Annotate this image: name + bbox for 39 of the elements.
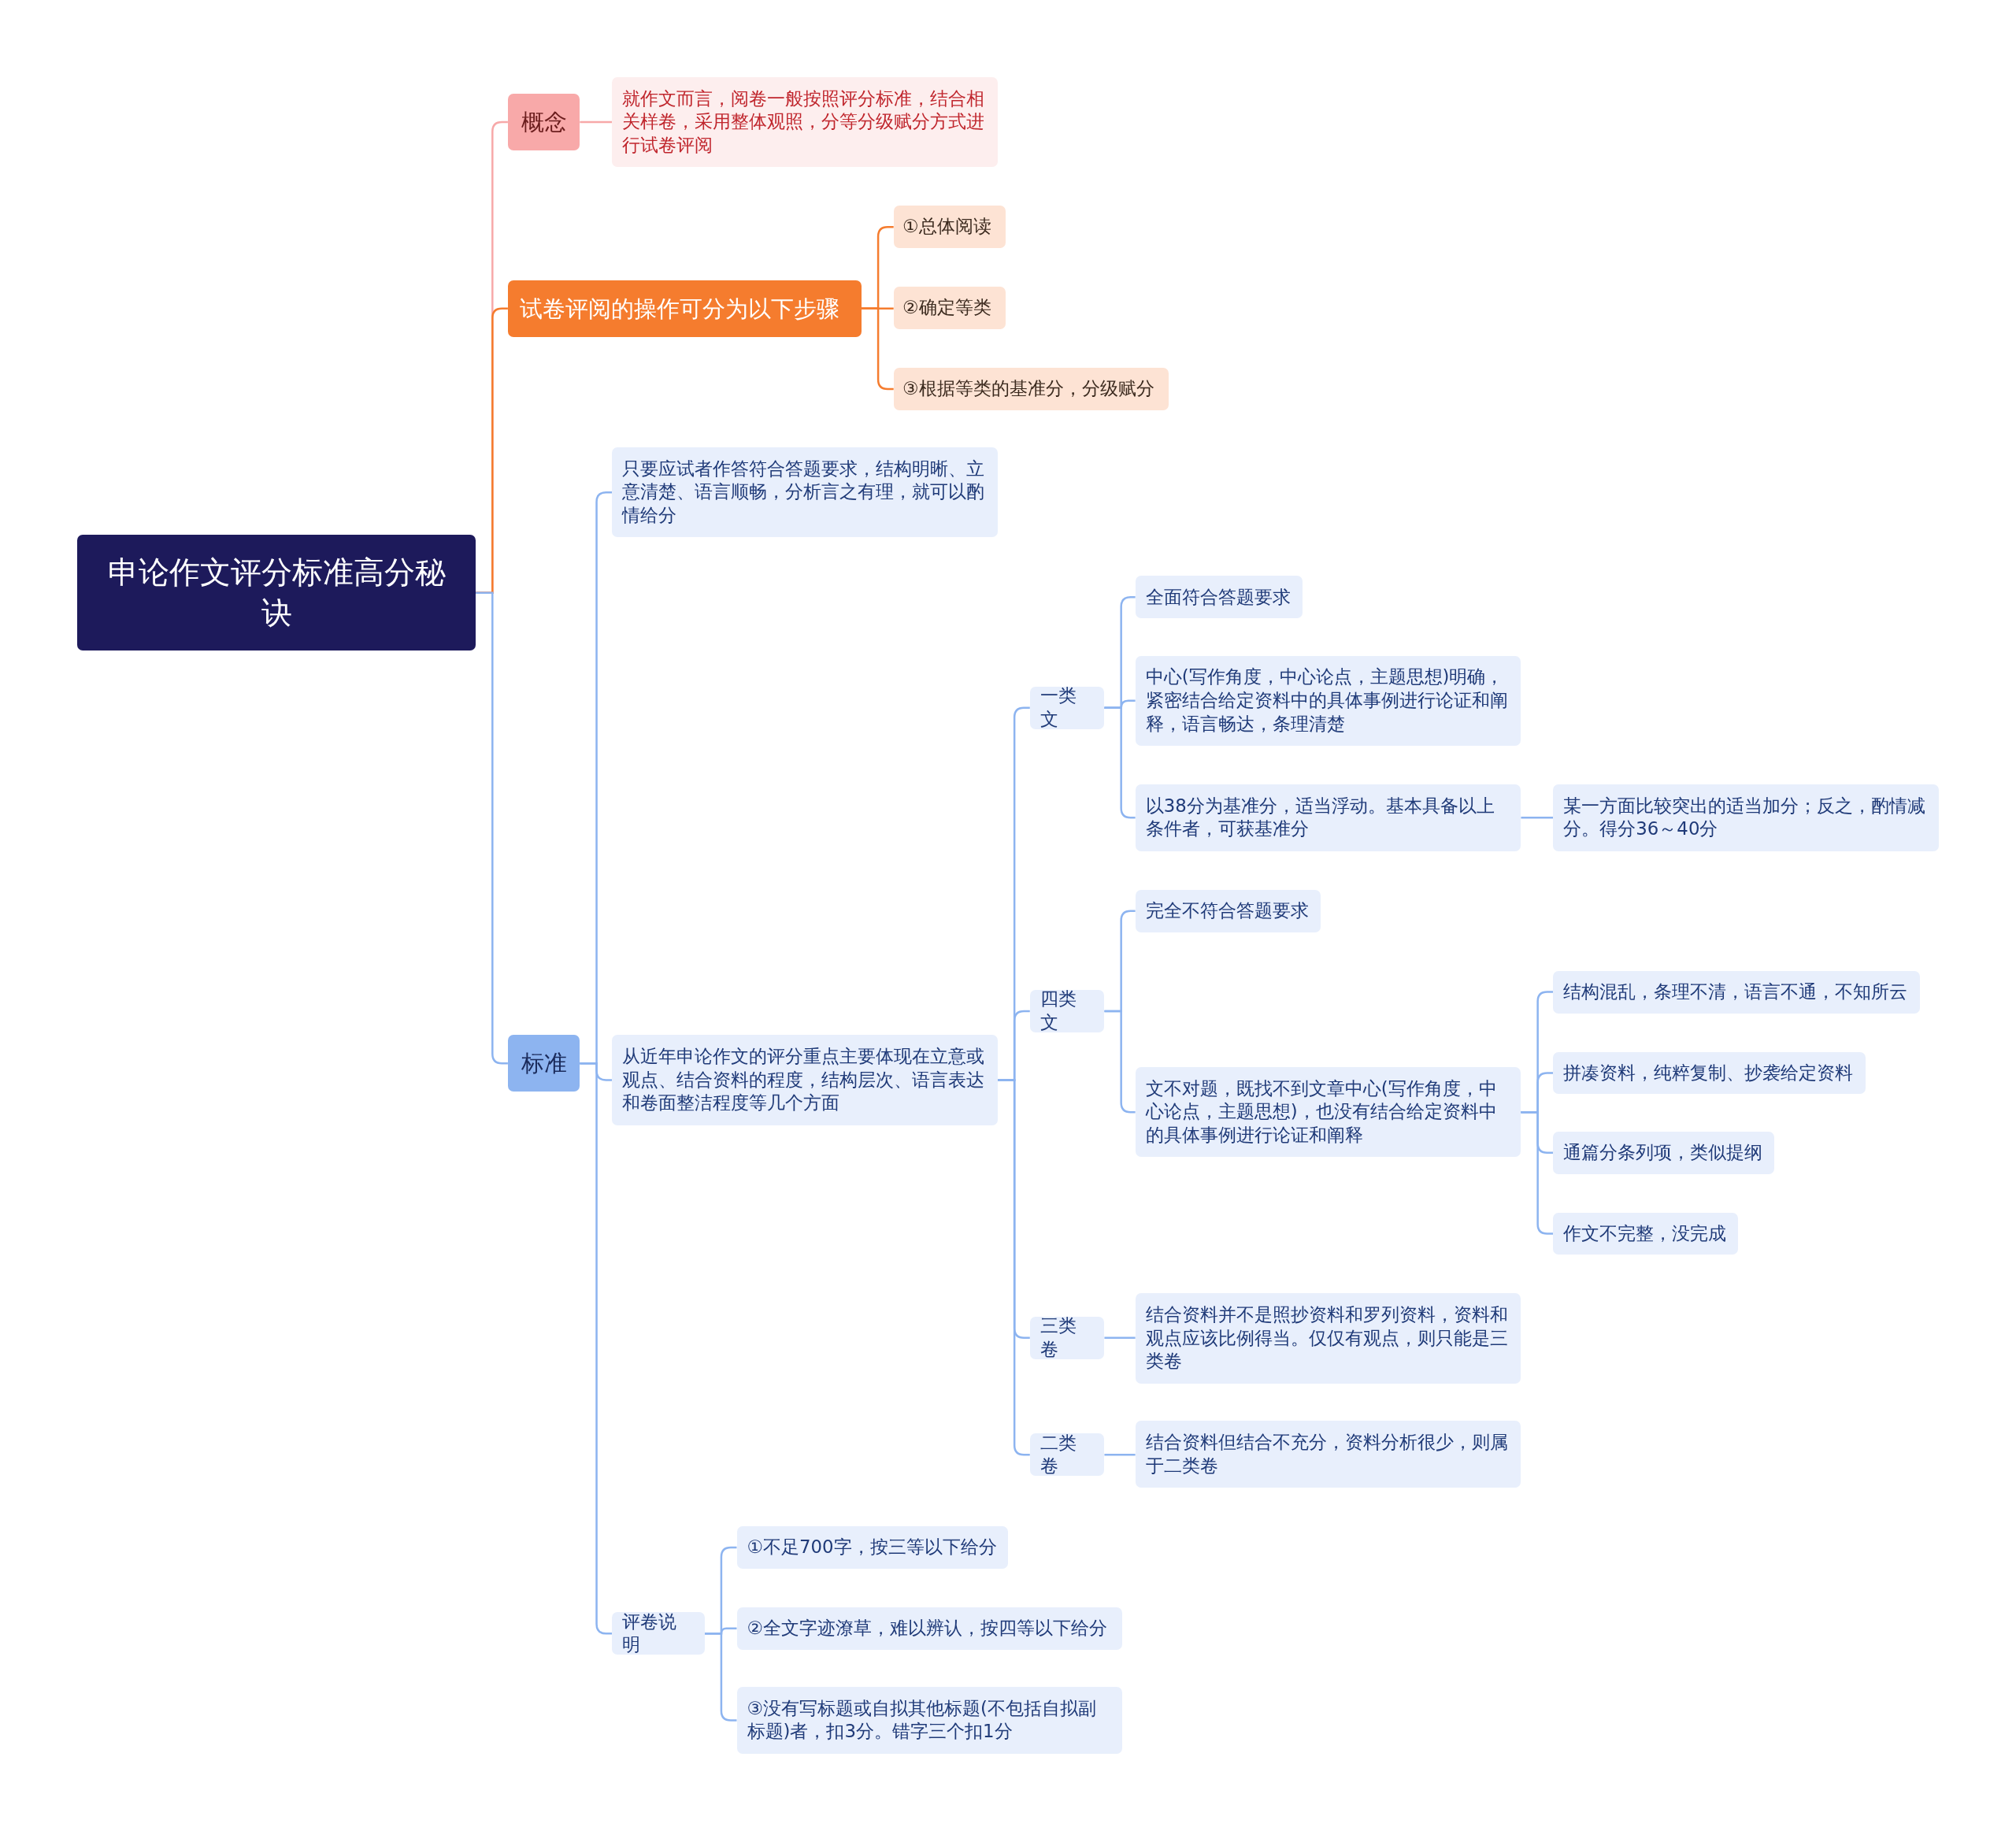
text-box: ③根据等类的基准分，分级赋分	[893, 367, 1169, 410]
text-box: 以38分为基准分，适当浮动。基本具备以上条件者，可获基准分	[1135, 784, 1521, 851]
text-box: ③没有写标题或自拟其他标题(不包括自拟副标题)者，扣3分。错字三个扣1分	[736, 1687, 1123, 1754]
text-box: 结合资料并不是照抄资料和罗列资料，资料和观点应该比例得当。仅仅有观点，则只能是三类卷	[1135, 1293, 1521, 1384]
text-box: 文不对题，既找不到文章中心(写作角度，中心论点，主题思想)，也没有结合给定资料中的具体事例进行论证和阐释	[1135, 1067, 1521, 1158]
text-box: 通篇分条列项，类似提纲	[1553, 1131, 1775, 1174]
connector-line	[1104, 1336, 1136, 1340]
connector-line	[1104, 1454, 1136, 1456]
text-box: 从近年申论作文的评分重点主要体现在立意或观点、结合资料的程度，结构层次、语言表达和卷面整洁程度等几个方面	[612, 1035, 998, 1125]
text-box: 评卷说明	[612, 1612, 705, 1655]
text-box: 二类卷	[1029, 1433, 1105, 1477]
text-box: 就作文而言，阅卷一般按照评分标准，结合相关样卷，采用整体观照，分等分级赋分方式进行试卷评阅	[612, 76, 998, 168]
topic-box: 标准	[507, 1035, 580, 1092]
root-topic-box: 申论作文评分标准高分秘诀	[76, 535, 476, 651]
topic-box: 试卷评阅的操作可分为以下步骤	[507, 280, 862, 337]
text-box: 结构混乱，条理不清，语言不通，不知所云	[1553, 970, 1920, 1014]
text-box: 全面符合答题要求	[1135, 576, 1303, 619]
text-box: 完全不符合答题要求	[1135, 889, 1321, 932]
text-box: 结合资料但结合不充分，资料分析很少，则属于二类卷	[1135, 1421, 1521, 1488]
text-box: 拼凑资料，纯粹复制、抄袭给定资料	[1553, 1051, 1866, 1095]
text-box: 三类卷	[1029, 1316, 1105, 1359]
text-box: ①不足700字，按三等以下给分	[736, 1525, 1008, 1569]
text-box: 四类文	[1029, 990, 1105, 1032]
connector-line	[476, 591, 508, 1065]
text-box: 只要应试者作答符合答题要求，结构明晰、立意清楚、语言顺畅，分析言之有理，就可以酌情给分	[612, 447, 998, 538]
text-box: 作文不完整，没完成	[1553, 1212, 1739, 1255]
connector-line	[704, 1633, 737, 1722]
text-box: 某一方面比较突出的适当加分；反之，酌情减分。得分36～40分	[1553, 784, 1939, 851]
text-box: 一类文	[1029, 686, 1105, 729]
connector-line	[1521, 1111, 1554, 1235]
connector-line	[861, 307, 894, 391]
connector-line	[1521, 817, 1554, 819]
text-box: ②全文字迹潦草，难以辨认，按四等以下给分	[736, 1607, 1123, 1650]
text-box: 中心(写作角度，中心论点，主题思想)明确，紧密结合给定资料中的具体事例进行论证和阐释，语言畅达，条理清楚	[1135, 655, 1521, 746]
connector-line	[580, 120, 613, 124]
text-box: ②确定等类	[893, 287, 1006, 329]
connector-line	[580, 1062, 613, 1635]
text-box: ①总体阅读	[893, 206, 1006, 249]
topic-box: 概念	[507, 94, 580, 150]
